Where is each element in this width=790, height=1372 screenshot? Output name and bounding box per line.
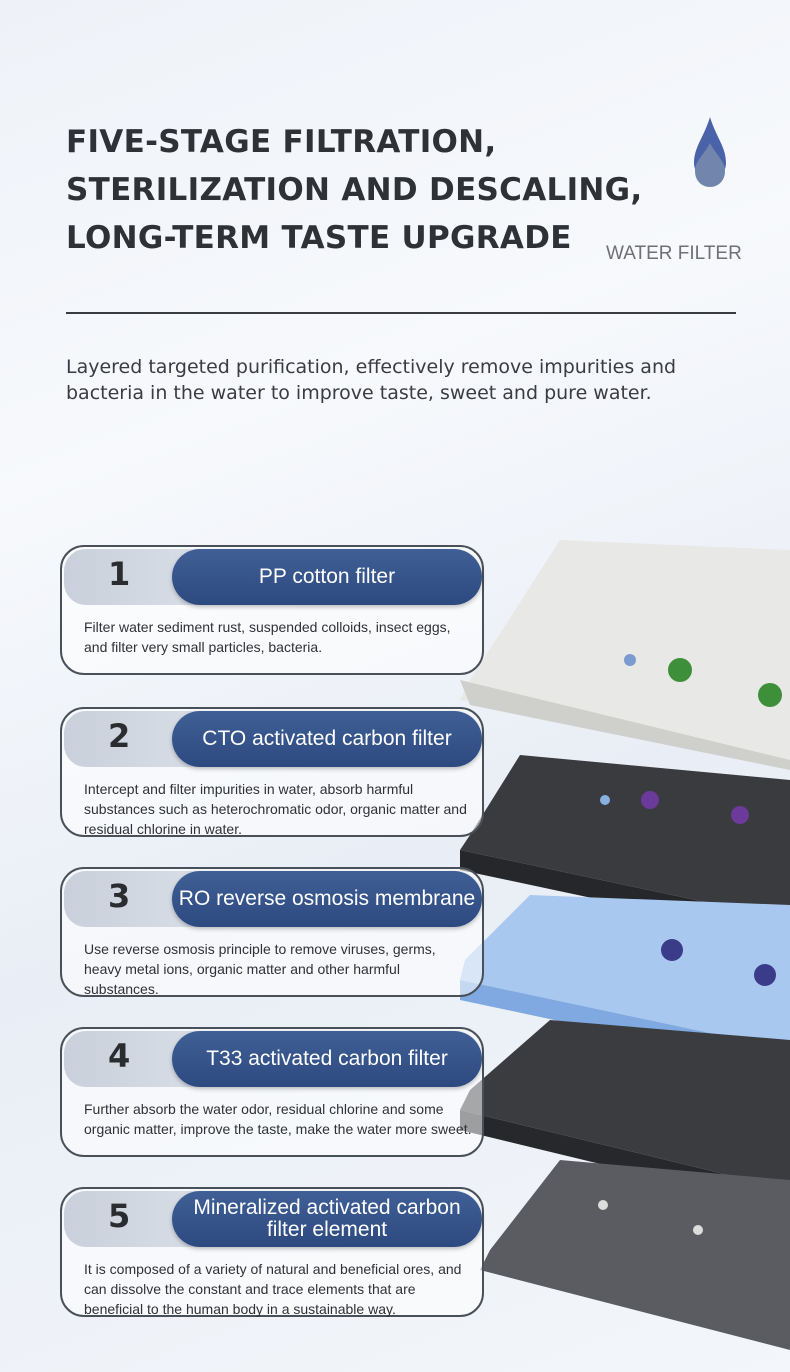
headline-line: LONG-TERM TASTE UPGRADE — [66, 220, 572, 256]
stage-card-4: 4 T33 activated carbon filter Further ab… — [60, 1027, 484, 1157]
stage-description: It is composed of a variety of natural a… — [84, 1261, 462, 1317]
stage-description: Further absorb the water odor, residual … — [84, 1101, 472, 1137]
description: Layered targeted purification, effective… — [66, 356, 677, 404]
headline-line: FIVE-STAGE FILTRATION, — [66, 124, 497, 160]
stage-number: 5 — [108, 1197, 131, 1235]
water-drop-icon — [694, 117, 726, 187]
stage-number: 2 — [108, 717, 131, 755]
stage-name: RO reverse osmosis membrane — [172, 871, 482, 927]
stage-description: Filter water sediment rust, suspended co… — [84, 619, 451, 655]
filter-layers-illustration — [460, 540, 790, 1350]
stage-name: PP cotton filter — [172, 549, 482, 605]
stage-description: Intercept and filter impurities in water… — [84, 781, 467, 837]
stage-description: Use reverse osmosis principle to remove … — [84, 941, 436, 997]
headline: FIVE-STAGE FILTRATION, STERILIZATION AND… — [66, 118, 642, 262]
stage-name: CTO activated carbon filter — [172, 711, 482, 767]
stage-card-2: 2 CTO activated carbon filter Intercept … — [60, 707, 484, 837]
stage-name: Mineralized activated carbon filter elem… — [172, 1191, 482, 1247]
headline-line: STERILIZATION AND DESCALING, — [66, 172, 643, 208]
stage-number: 4 — [108, 1037, 131, 1075]
divider — [66, 312, 736, 314]
stage-name: T33 activated carbon filter — [172, 1031, 482, 1087]
stage-card-5: 5 Mineralized activated carbon filter el… — [60, 1187, 484, 1317]
stage-number: 3 — [108, 877, 131, 915]
stage-card-1: 1 PP cotton filter Filter water sediment… — [60, 545, 484, 675]
brand-label: WATER FILTER — [606, 243, 742, 264]
stage-number: 1 — [108, 555, 131, 593]
stage-card-3: 3 RO reverse osmosis membrane Use revers… — [60, 867, 484, 997]
